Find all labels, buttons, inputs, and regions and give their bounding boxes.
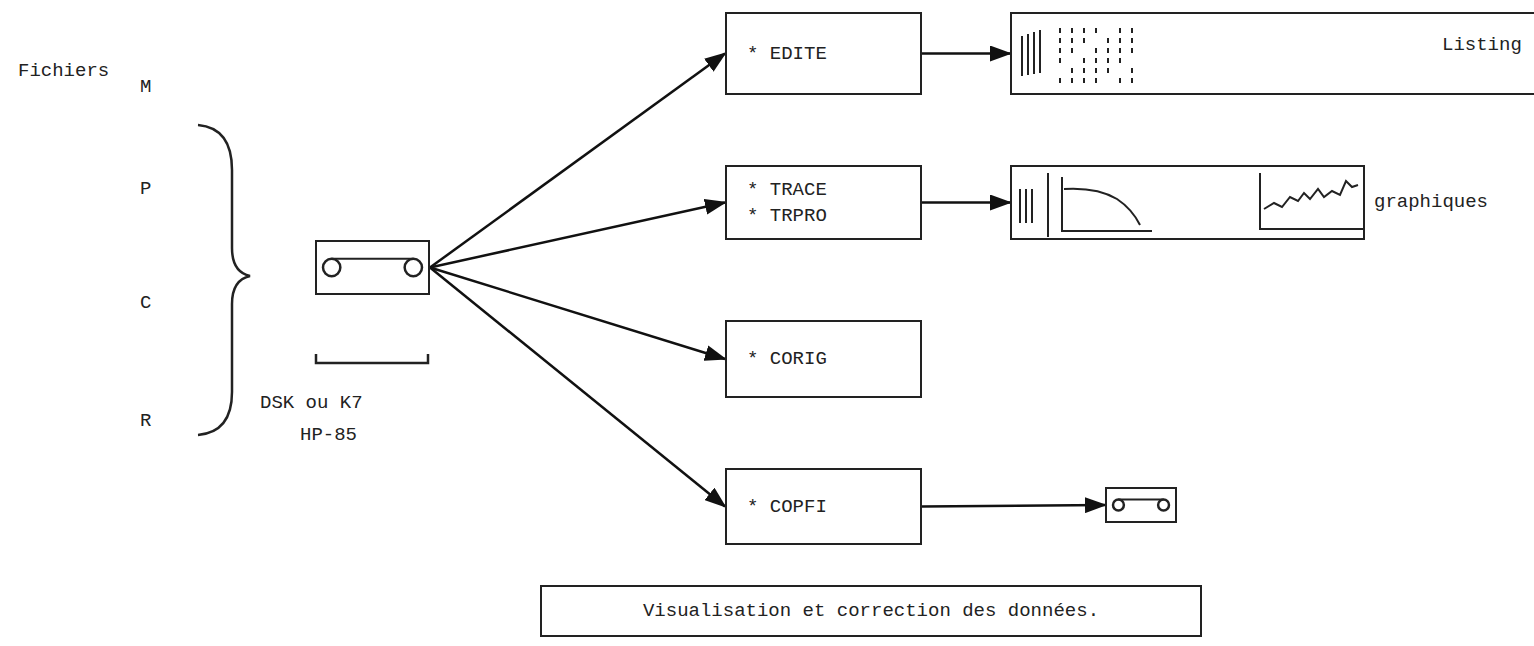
stroke (1033, 32, 1035, 74)
dot (1083, 58, 1085, 63)
stroke (1027, 34, 1029, 75)
arrow-connector (430, 268, 725, 360)
dot (1107, 68, 1109, 73)
dot (1095, 48, 1097, 53)
graph-sketches (1012, 167, 1363, 238)
cassette-reels (1107, 489, 1175, 521)
dot (1131, 68, 1133, 73)
box-label: * EDITE (747, 41, 827, 67)
dot (1083, 78, 1085, 83)
dot (1071, 38, 1073, 43)
arrow-connector (922, 505, 1105, 507)
reel (1113, 500, 1124, 511)
stroke (1031, 189, 1033, 223)
box-label: * TRPRO (747, 203, 827, 229)
box-label: * CORIG (747, 346, 827, 372)
dot (1131, 38, 1133, 43)
dot (1119, 58, 1121, 63)
arrow-connector (922, 201, 1010, 204)
dot (1131, 48, 1133, 53)
dot (1083, 28, 1085, 33)
dot (1059, 78, 1061, 83)
dot (1107, 48, 1109, 53)
curve (1064, 189, 1140, 225)
stroke (1021, 36, 1023, 76)
cassette-icon: DSK ou K7HP-85 (315, 240, 430, 295)
program-box: * COPFI (725, 468, 922, 545)
dot (1119, 78, 1121, 83)
dot (1059, 28, 1061, 33)
dot (1071, 28, 1073, 33)
listing-strokes (1012, 14, 1212, 92)
dot (1119, 28, 1121, 33)
dot (1095, 58, 1097, 63)
graphics-output: graphiques (1010, 165, 1365, 240)
output-label: graphiques (1374, 189, 1488, 215)
file-letter: R (140, 410, 151, 432)
dot (1083, 38, 1085, 43)
group-label: Fichiers (18, 60, 109, 82)
tape (1118, 499, 1163, 501)
arrow-connector (922, 52, 1010, 55)
dot (1095, 68, 1097, 73)
cassette-output (1105, 487, 1177, 523)
stroke (1047, 173, 1049, 237)
arrow-connector (430, 203, 725, 268)
reel (1158, 500, 1169, 511)
program-box: * CORIG (725, 320, 922, 398)
dot (1083, 68, 1085, 73)
arrow-connector (430, 268, 725, 507)
stroke (1019, 189, 1021, 223)
dot (1059, 38, 1061, 43)
cassette-reels (317, 242, 428, 293)
dot (1095, 78, 1097, 83)
reel (405, 259, 422, 276)
stroke (1039, 30, 1041, 73)
output-label: DSK ou K7 (260, 390, 363, 416)
dot (1059, 58, 1061, 63)
curly-brace (198, 125, 250, 435)
dot (1107, 38, 1109, 43)
dot (1119, 38, 1121, 43)
caption-box: Visualisation et correction des données. (540, 585, 1202, 637)
dot (1119, 48, 1121, 53)
output-label: Listing (1442, 32, 1522, 58)
tape (332, 258, 414, 260)
reel (323, 259, 340, 276)
box-label: Visualisation et correction des données. (643, 598, 1099, 624)
dot (1107, 58, 1109, 63)
arrow-connector (430, 54, 725, 268)
dot (1071, 78, 1073, 83)
box-label: * COPFI (747, 494, 827, 520)
dot (1071, 68, 1073, 73)
dot (1071, 48, 1073, 53)
file-letter: M (140, 76, 151, 98)
axes (1260, 173, 1363, 229)
bracket (316, 354, 428, 363)
dot (1131, 78, 1133, 83)
dot (1095, 28, 1097, 33)
box-label: * TRACE (747, 177, 827, 203)
listing-output: Listing (1010, 12, 1534, 95)
axes (1062, 177, 1152, 231)
file-letter: P (140, 178, 151, 200)
stroke (1025, 189, 1027, 223)
program-box: * TRACE* TRPRO (725, 165, 922, 240)
dot (1131, 28, 1133, 33)
signal-trace (1264, 181, 1358, 209)
file-letter: C (140, 292, 151, 314)
dot (1059, 48, 1061, 53)
program-box: * EDITE (725, 12, 922, 95)
output-label: HP-85 (300, 422, 357, 448)
